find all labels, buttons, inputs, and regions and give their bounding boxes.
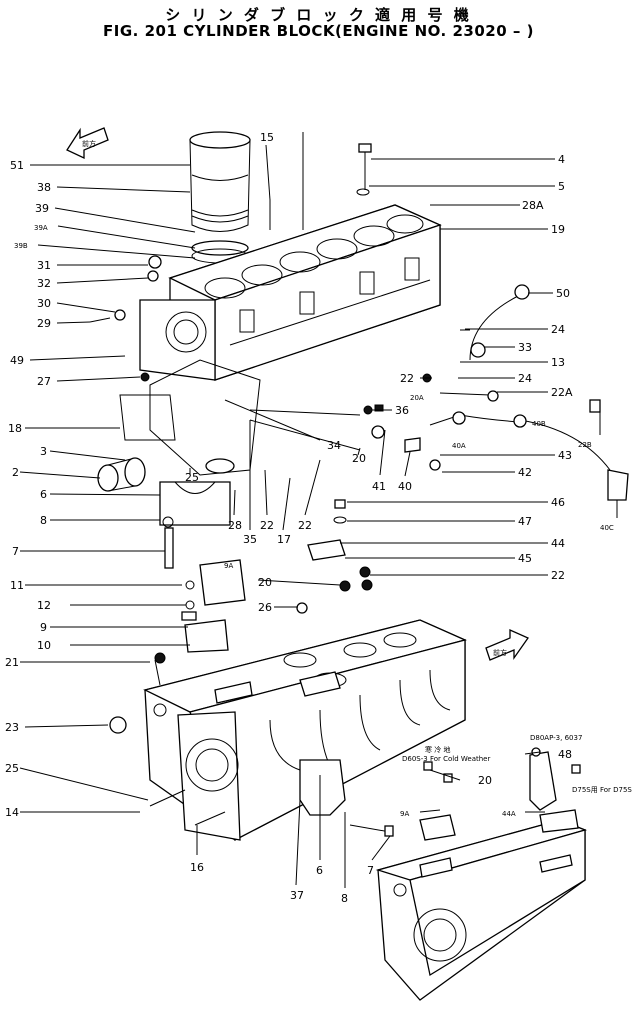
label-20a: 20A xyxy=(410,394,424,402)
label-26: 26 xyxy=(258,601,272,614)
label-30: 30 xyxy=(37,297,51,310)
label-44: 44 xyxy=(551,537,565,550)
label-9a: 9A xyxy=(224,562,233,570)
lower-cylinder-block xyxy=(109,619,467,841)
label-35: 35 xyxy=(243,533,257,546)
upper-cylinder-block xyxy=(119,204,442,476)
label-27: 27 xyxy=(37,375,51,388)
label-36: 36 xyxy=(395,404,409,417)
label-9: 9 xyxy=(40,621,47,634)
main-bearings xyxy=(97,404,384,653)
label-31: 31 xyxy=(37,259,51,272)
label-17: 17 xyxy=(277,533,291,546)
label-34: 34 xyxy=(327,439,341,452)
note-d80ap: D80AP-3, 6037 xyxy=(530,734,582,742)
label-24: 24 xyxy=(551,323,565,336)
label-21: 21 xyxy=(5,656,19,669)
label-40a: 40A xyxy=(452,442,466,450)
label-40: 40 xyxy=(398,480,412,493)
label-28: 28 xyxy=(228,519,242,532)
title-english: FIG. 201 CYLINDER BLOCK(ENGINE NO. 23020… xyxy=(103,22,534,40)
title-japanese: シ リ ン ダ ブ ロ ッ ク 適 用 号 機 xyxy=(165,6,472,24)
applicability-notes: 寒 冷 地 D60S-3 For Cold Weather D80AP-3, 6… xyxy=(402,734,632,794)
label-22b: 22B xyxy=(578,441,592,449)
label-18: 18 xyxy=(8,422,22,435)
label-12: 12 xyxy=(37,599,51,612)
label-22a: 22A xyxy=(551,386,573,399)
note-d75s: D75S用 For D75S xyxy=(572,786,632,794)
label-42: 42 xyxy=(518,466,532,479)
label-32: 32 xyxy=(37,277,51,290)
label-43: 43 xyxy=(558,449,572,462)
label-3: 3 xyxy=(40,445,47,458)
label-40b: 40B xyxy=(532,420,546,428)
label-6: 6 xyxy=(40,488,47,501)
inset-cylinder-block xyxy=(375,747,588,1001)
label-22-low: 22 xyxy=(551,569,565,582)
label-37: 37 xyxy=(290,889,304,902)
label-44a: 44A xyxy=(502,810,516,818)
arrow-right-text: 前方 xyxy=(493,648,507,657)
label-8: 8 xyxy=(40,514,47,527)
front-arrow-right: 前方 xyxy=(485,628,529,661)
label-20-inset: 20 xyxy=(478,774,492,787)
label-51: 51 xyxy=(10,159,24,172)
label-2: 2 xyxy=(12,466,19,479)
front-arrow-left: 前方 xyxy=(66,127,109,160)
label-5: 5 xyxy=(558,180,565,193)
label-24-b: 24 xyxy=(518,372,532,385)
label-45: 45 xyxy=(518,552,532,565)
label-16: 16 xyxy=(190,861,204,874)
label-50: 50 xyxy=(556,287,570,300)
leader-lines xyxy=(19,132,618,888)
label-38: 38 xyxy=(37,181,51,194)
label-25-mid: 25 xyxy=(185,471,199,484)
label-22-right: 22 xyxy=(400,372,414,385)
label-49: 49 xyxy=(10,354,24,367)
label-46: 46 xyxy=(551,496,565,509)
label-20-low: 20 xyxy=(258,576,272,589)
label-19: 19 xyxy=(551,223,565,236)
label-48: 48 xyxy=(558,748,572,761)
label-11: 11 xyxy=(10,579,24,592)
callout-labels: 51 38 39 39A 39B 31 32 30 29 49 27 18 3 … xyxy=(5,131,614,905)
studs xyxy=(89,140,394,837)
label-22-mid: 22 xyxy=(260,519,274,532)
label-6-bottom: 6 xyxy=(316,864,323,877)
label-39b: 39B xyxy=(14,242,28,250)
arrow-left-text: 前方 xyxy=(82,139,96,148)
note-cold-weather: D60S-3 For Cold Weather xyxy=(402,755,490,763)
label-7-bottom: 7 xyxy=(367,864,374,877)
label-7: 7 xyxy=(12,545,19,558)
label-29: 29 xyxy=(37,317,51,330)
label-20-mid: 20 xyxy=(352,452,366,465)
label-9a-inset: 9A xyxy=(400,810,409,818)
label-4: 4 xyxy=(558,153,565,166)
label-23: 23 xyxy=(5,721,19,734)
note-cold-jp: 寒 冷 地 xyxy=(425,745,450,754)
label-25: 25 xyxy=(5,762,19,775)
label-13: 13 xyxy=(551,356,565,369)
label-10: 10 xyxy=(37,639,51,652)
label-41: 41 xyxy=(372,480,386,493)
label-39a: 39A xyxy=(34,224,48,232)
label-40c: 40C xyxy=(600,524,614,532)
label-28a: 28A xyxy=(522,199,544,212)
label-33: 33 xyxy=(518,341,532,354)
oil-pipes xyxy=(249,284,629,501)
cylinder-liner xyxy=(189,131,251,264)
label-8-bottom: 8 xyxy=(341,892,348,905)
label-39: 39 xyxy=(35,202,49,215)
label-15: 15 xyxy=(260,131,274,144)
label-47: 47 xyxy=(518,515,532,528)
label-22-mid2: 22 xyxy=(298,519,312,532)
label-14: 14 xyxy=(5,806,19,819)
